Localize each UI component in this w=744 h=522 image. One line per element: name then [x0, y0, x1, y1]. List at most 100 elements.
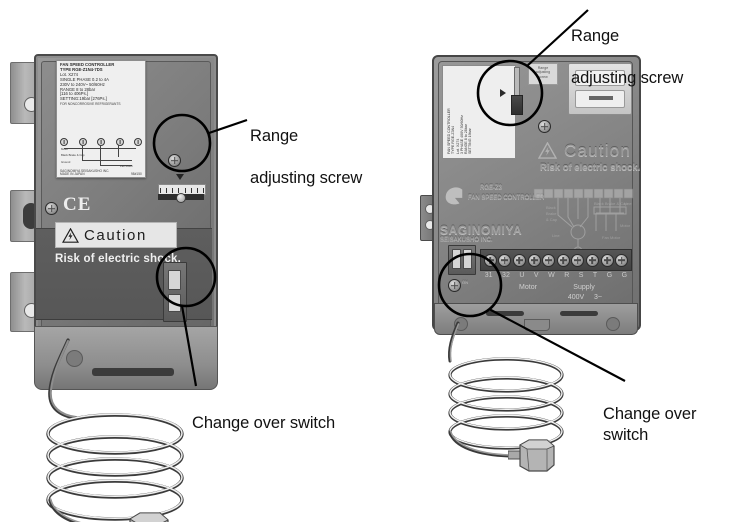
terminal-group-supply: Supply [573, 284, 595, 291]
cover-slot [560, 311, 598, 316]
left-capillary-tube [46, 338, 184, 522]
brand-name: SAGINOMIYA [440, 223, 523, 237]
left-wiring-diagram: Motor Black Brake & Cap Ground Fan Motor [60, 137, 142, 168]
right-terminal-block[interactable] [480, 249, 632, 271]
wiring-terminal [60, 137, 68, 146]
changeover-switch-lever[interactable] [463, 249, 472, 269]
high-voltage-icon [62, 227, 79, 243]
changeover-switch-lever[interactable] [168, 294, 181, 312]
annotation-right-changeover: Change over switch [603, 383, 744, 446]
spec-line: TYPE RGE-Z1N4-7DS [60, 66, 103, 72]
caution-label: Caution [84, 226, 147, 244]
terminal-label-32: 32 [502, 272, 510, 279]
right-relay-block [568, 63, 632, 115]
spec-line: SETTING:19bar [276Ps.] [60, 96, 107, 102]
terminal-screw[interactable] [600, 253, 614, 267]
spec-line: 230V to 240V~ 50/60Hz [60, 81, 105, 87]
terminal-screw[interactable] [556, 253, 570, 267]
ce-mark: CE [63, 194, 92, 215]
changeover-switch-lever[interactable] [168, 270, 181, 290]
terminal-label-v: V [533, 272, 539, 279]
spec-footer: MADE IN JAPAN [60, 172, 85, 177]
terminal-group-supply-voltage: 400V [567, 294, 585, 301]
wiring-label: Black Brake & Cap [61, 153, 85, 157]
terminal-screw[interactable] [448, 279, 461, 292]
switch-note: ON [462, 279, 468, 284]
svg-text:& Cap: & Cap [546, 217, 558, 222]
terminal-label-r: R [564, 272, 570, 279]
wiring-line [82, 145, 83, 161]
caution-label: Caution [564, 141, 631, 160]
cover-hole [606, 317, 620, 331]
range-scale-ticks [160, 188, 204, 193]
spec-line: SINGLE PHASE 0.2 to 4A [60, 76, 109, 82]
cover-slot [92, 368, 174, 376]
svg-text:Brake: Brake [546, 211, 557, 216]
terminal-label-u: U [519, 272, 525, 279]
terminal-screw[interactable] [527, 253, 541, 267]
spec-line: FAN SPEED CONTROLLER [60, 62, 115, 67]
svg-text:Line: Line [552, 233, 560, 238]
terminal-screw[interactable] [483, 253, 497, 267]
svg-text:Black: Black [546, 205, 556, 210]
wiring-line [100, 165, 132, 166]
wiring-label: Motor [61, 147, 69, 151]
wiring-terminal [115, 137, 124, 146]
right-device-range-screw[interactable] [500, 67, 534, 119]
annotation-line-1: Change over switch [603, 405, 697, 444]
left-device-changeover-switch[interactable] [161, 262, 195, 324]
cover-screw [168, 154, 181, 167]
cover-slot [486, 311, 524, 316]
svg-text:Fan Motor: Fan Motor [602, 235, 621, 240]
range-adjust-knob[interactable] [511, 95, 523, 115]
cover-hole [66, 350, 83, 367]
terminal-screw[interactable] [615, 253, 629, 267]
wiring-line [118, 145, 119, 157]
wiring-line [100, 145, 101, 165]
spec-line: RANGE 8 to 28bar [60, 86, 96, 92]
right-terminal-labels: 31 32 U V W R S T G G [480, 272, 632, 279]
risk-text: Risk of electric shock. [55, 253, 182, 265]
relay-slot [575, 70, 625, 86]
terminal-screw[interactable] [585, 253, 599, 267]
spec-footer: 98#150 [130, 172, 142, 177]
terminal-screw[interactable] [542, 253, 556, 267]
left-device-range-screw[interactable] [158, 172, 206, 206]
annotation-left-range: Range adjusting screw [250, 105, 362, 210]
left-device: FAN SPEED CONTROLLER TYPE RGE-Z1N4-7DS L… [0, 50, 230, 522]
terminal-screw[interactable] [512, 253, 526, 267]
terminal-label-g2: G [621, 272, 628, 279]
relay-bar [589, 96, 613, 100]
range-pointer-icon [500, 89, 506, 97]
cover-screw [538, 120, 551, 133]
terminal-screw[interactable] [571, 253, 585, 267]
annotation-left-changeover: Change over switch [192, 392, 335, 434]
spec-footer: SAGINOMIYA SEISAKUSHO INC. [60, 168, 110, 173]
terminal-screw[interactable] [498, 253, 512, 267]
spec-line: [116 to 406Ps.] [60, 91, 89, 97]
wiring-line [82, 160, 132, 161]
annotation-line-2: adjusting screw [571, 69, 684, 87]
wiring-label: Fan Motor [120, 164, 133, 168]
wiring-terminal [134, 137, 142, 146]
terminal-label-w: W [548, 272, 555, 279]
wiring-label: Ground [61, 160, 71, 164]
risk-text: Risk of electric shock. [540, 162, 641, 173]
terminal-label-s: S [578, 272, 584, 279]
right-spec-label-rotated-text: FAN SPEED CONTROLLER TYPE RGE-Z3N4 Lot. … [447, 108, 473, 154]
annotation-right-range: Range adjusting screw [571, 5, 683, 110]
range-pointer-icon [176, 174, 184, 180]
spec-line: Lot. X274 [60, 71, 79, 77]
wiring-terminal [97, 137, 105, 146]
high-voltage-icon [537, 141, 558, 164]
caution-box: Caution [55, 222, 177, 248]
brand-subtitle: SEISAKUSHO INC. [440, 237, 493, 243]
left-capillary-hex-nut [116, 510, 170, 522]
right-caution-group: Caution Risk of electric shock. [537, 140, 641, 178]
annotation-line-1: Range [250, 127, 299, 145]
spec-line: SETTING 19bar [468, 128, 473, 154]
changeover-switch-lever[interactable] [452, 249, 461, 269]
range-adjust-knob[interactable] [176, 193, 186, 203]
svg-text:Motor: Motor [620, 223, 631, 228]
